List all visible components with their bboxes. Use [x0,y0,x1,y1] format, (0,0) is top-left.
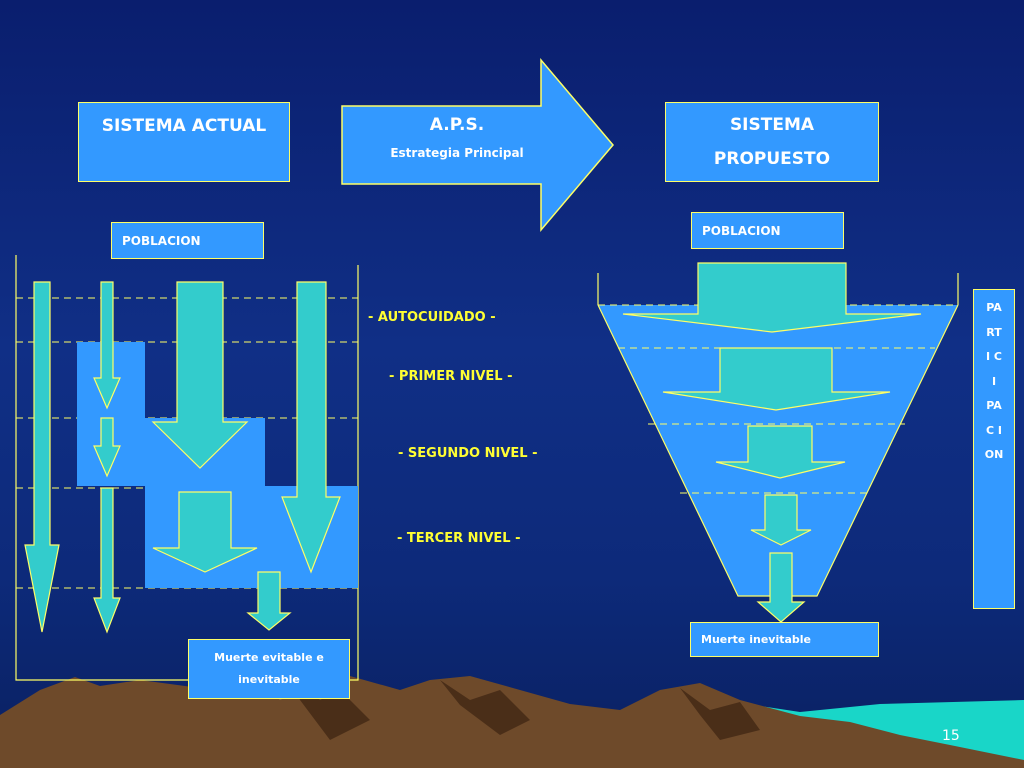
mountain-shade [440,680,530,735]
participacion-line: I [991,374,997,388]
participacion-box: PA RT I C I PA C I ON [973,289,1015,609]
arrow-funnel-5 [756,552,806,623]
right-flow-arrows [622,262,922,623]
participacion-line: ON [984,448,1004,461]
level-primer-nivel: - PRIMER NIVEL - [389,369,513,384]
page-number: 15 [942,728,960,744]
arrow-funnel-2 [662,347,891,411]
aps-label: A.P.S. Estrategia Principal [342,108,572,164]
poblacion-right-box: POBLACION [691,212,844,249]
participacion-line: RT [986,325,1002,339]
muerte-evitable-label: Muerte evitable e inevitable [214,651,324,686]
arrow-down-3 [93,417,121,478]
arrow-down-4 [93,487,121,634]
arrow-down-5 [151,281,249,469]
sistema-propuesto-line1: SISTEMA [729,115,815,135]
aps-arrow [341,57,614,233]
left-flow-arrows [24,281,341,634]
arrow-funnel-3 [715,425,846,479]
participacion-line: C I [986,423,1002,437]
sistema-actual-box: SISTEMA ACTUAL [78,102,290,182]
participacion-line: PA [986,399,1002,412]
arrow-down-1 [24,281,60,633]
arrow-down-7 [281,281,341,574]
sistema-actual-title: SISTEMA ACTUAL [101,116,267,136]
sistema-propuesto-box: SISTEMA PROPUESTO [665,102,879,182]
muerte-evitable-box: Muerte evitable e inevitable [188,639,350,699]
level-tercer-nivel: - TERCER NIVEL - [397,531,521,546]
mountain-shade [680,688,760,740]
aps-subtitle: Estrategia Principal [390,146,524,160]
poblacion-left-box: POBLACION [111,222,264,259]
arrow-funnel-4 [750,494,812,546]
arrow-down-6 [152,491,258,573]
level-segundo-nivel: - SEGUNDO NIVEL - [398,446,538,461]
level-autocuidado: - AUTOCUIDADO - [368,310,496,325]
participacion-line: I C [986,350,1002,363]
participacion-line: PA [986,301,1002,314]
sistema-propuesto-line2: PROPUESTO [713,149,831,169]
left-container-outline [15,255,359,681]
mountain-shade [290,668,370,740]
arrow-down-8 [246,571,292,631]
arrow-down-2 [93,281,121,410]
aps-title: A.P.S. [429,115,485,135]
muerte-inevitable-box: Muerte inevitable [690,622,879,657]
poblacion-right-label: POBLACION [702,223,781,238]
poblacion-left-label: POBLACION [122,233,201,248]
arrow-funnel-1 [622,262,922,333]
muerte-inevitable-label: Muerte inevitable [701,633,811,646]
